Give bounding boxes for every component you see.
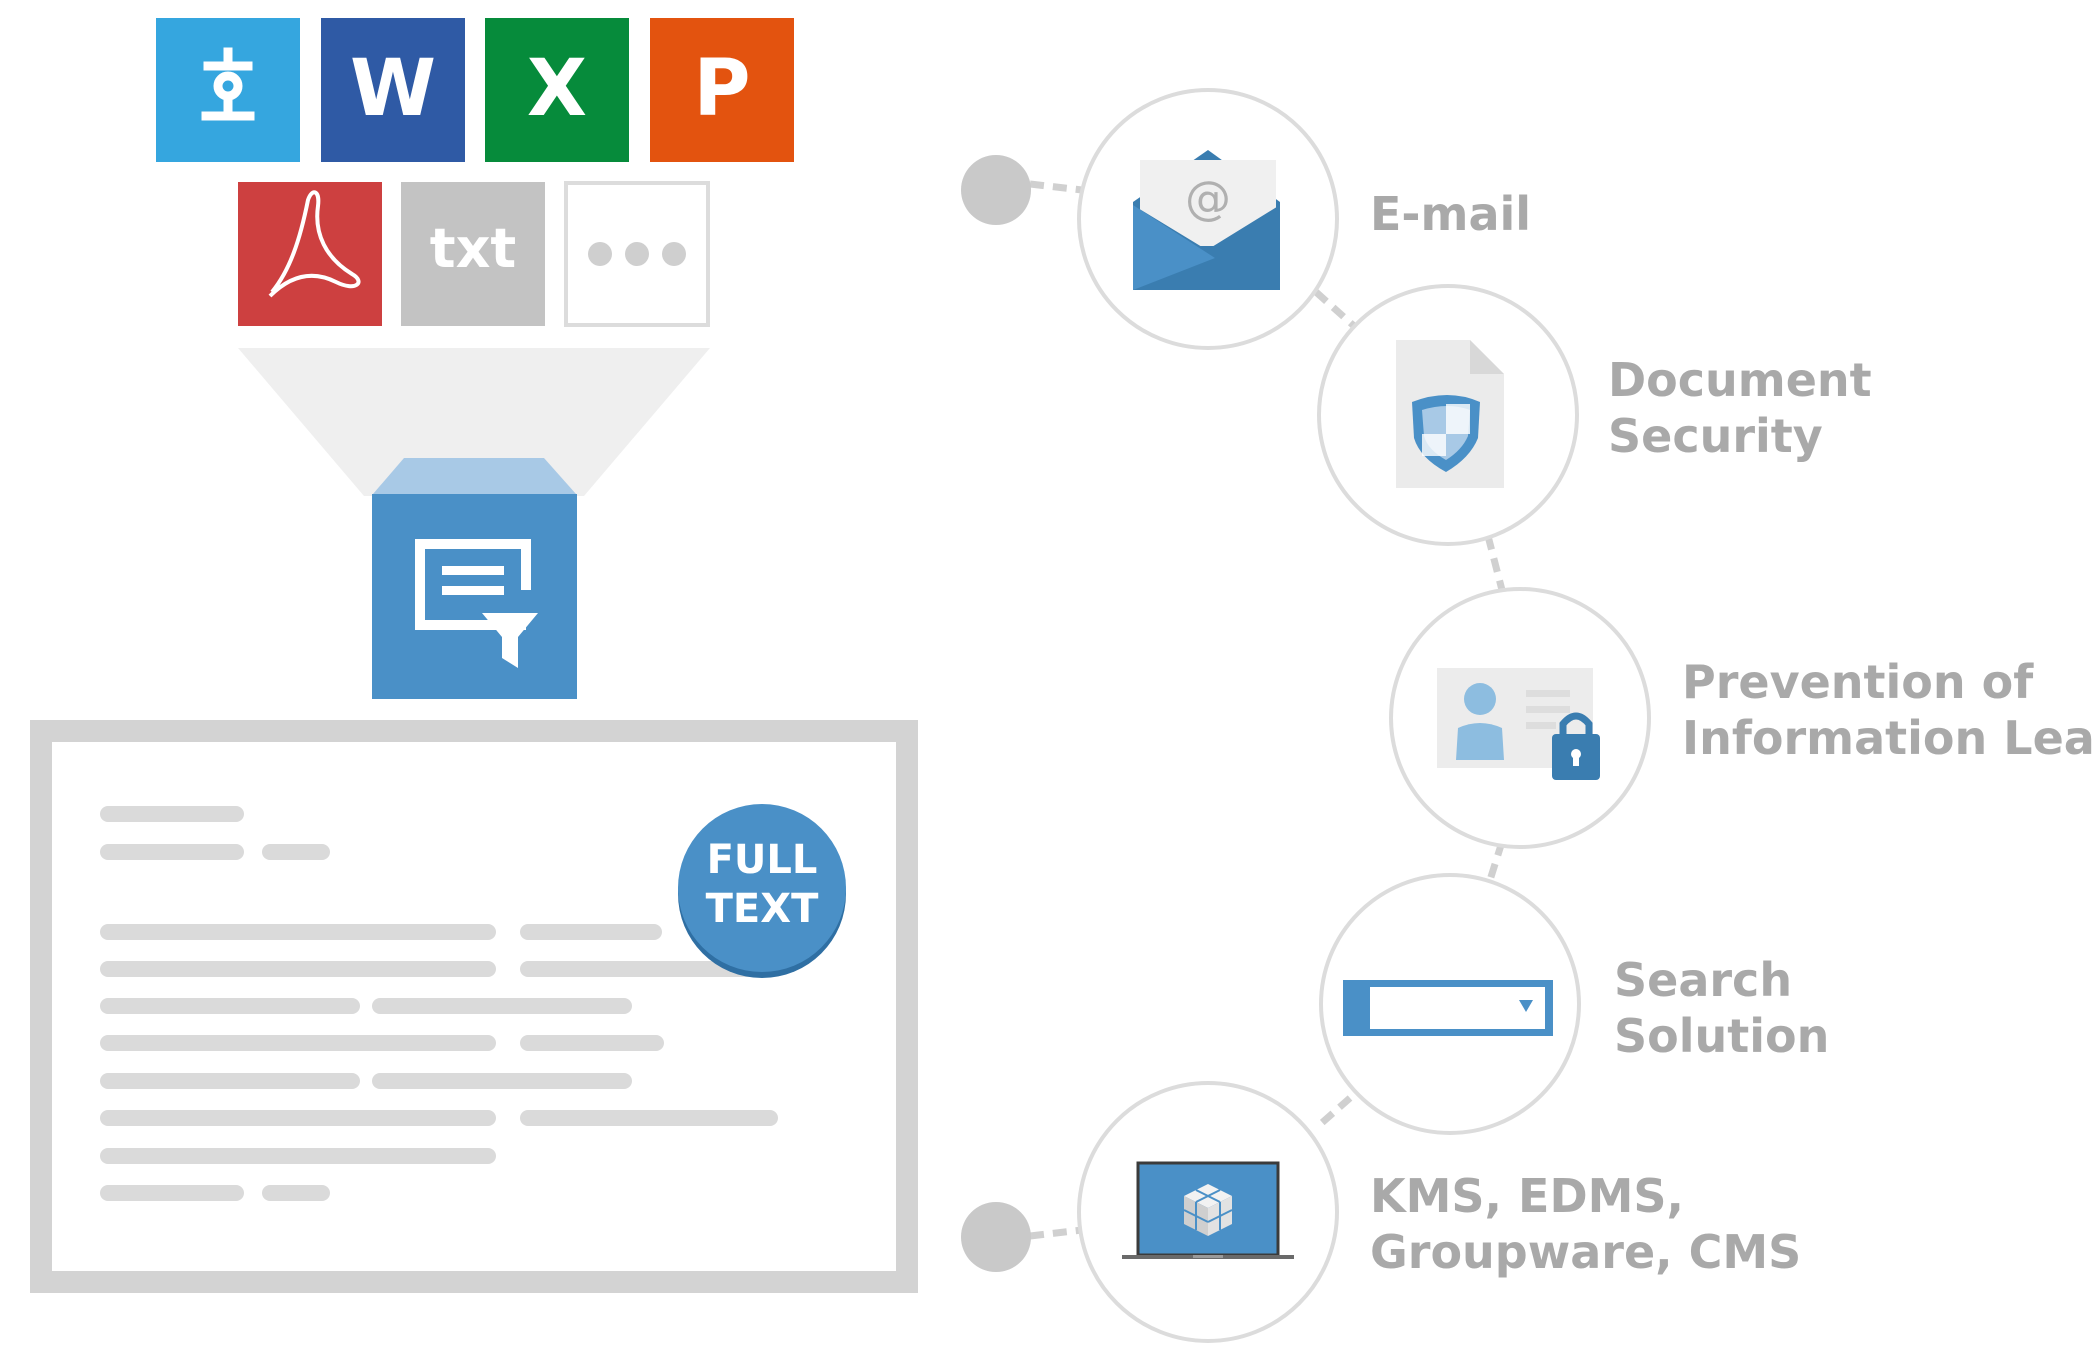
- solution-label-search-1: Search: [1614, 953, 1792, 1007]
- solution-node-email: @ E-mail: [1077, 88, 1531, 350]
- chain-end-dot: [961, 1202, 1031, 1272]
- word-glyph: W: [350, 44, 436, 134]
- pdf-icon: [238, 182, 382, 326]
- solution-node-kms: KMS, EDMS, Groupware, CMS: [1077, 1081, 1801, 1343]
- badge-line-2: TEXT: [706, 886, 819, 932]
- id-card-lock-icon: [1437, 668, 1600, 780]
- solution-label-leak-prevention-2: Information Leak: [1682, 711, 2097, 765]
- solution-label-email: E-mail: [1370, 187, 1531, 241]
- excel-glyph: X: [527, 44, 587, 134]
- powerpoint-glyph: P: [693, 44, 750, 134]
- solution-label-document-security-2: Security: [1608, 409, 1823, 463]
- solution-label-document-security-1: Document: [1608, 353, 1872, 407]
- solution-node-leak-prevention: Prevention of Information Leak: [1389, 587, 2097, 849]
- text-filter-box: [372, 458, 577, 699]
- solution-label-leak-prevention-1: Prevention of: [1682, 655, 2034, 709]
- solution-label-search-2: Solution: [1614, 1009, 1829, 1063]
- document-shield-icon: [1396, 340, 1504, 488]
- svg-text:@: @: [1185, 171, 1231, 225]
- full-text-badge: FULL TEXT: [678, 804, 846, 978]
- solution-label-kms-2: Groupware, CMS: [1370, 1225, 1801, 1279]
- word-icon: W: [321, 18, 465, 162]
- excel-icon: X: [485, 18, 629, 162]
- laptop-cube-icon: [1122, 1161, 1294, 1259]
- text-lines: [100, 806, 778, 1201]
- txt-icon: txt: [401, 182, 545, 326]
- email-icon: @: [1133, 150, 1280, 290]
- funnel-shape: [238, 348, 710, 496]
- connector-chain: [1029, 180, 1506, 1240]
- document-filter-icon: [415, 539, 538, 668]
- search-box-icon: [1343, 980, 1553, 1036]
- solution-node-search: Search Solution: [1319, 873, 1829, 1135]
- txt-glyph: txt: [430, 217, 516, 280]
- more-icon: [564, 181, 710, 327]
- chain-start-dot: [961, 155, 1031, 225]
- document-panel: [30, 720, 918, 1293]
- solution-label-kms-1: KMS, EDMS,: [1370, 1169, 1684, 1223]
- badge-line-1: FULL: [707, 837, 818, 883]
- hangul-icon: [156, 18, 300, 162]
- file-type-tiles: W X P txt: [156, 18, 794, 327]
- solution-node-document-security: Document Security: [1317, 284, 1872, 546]
- powerpoint-icon: P: [650, 18, 794, 162]
